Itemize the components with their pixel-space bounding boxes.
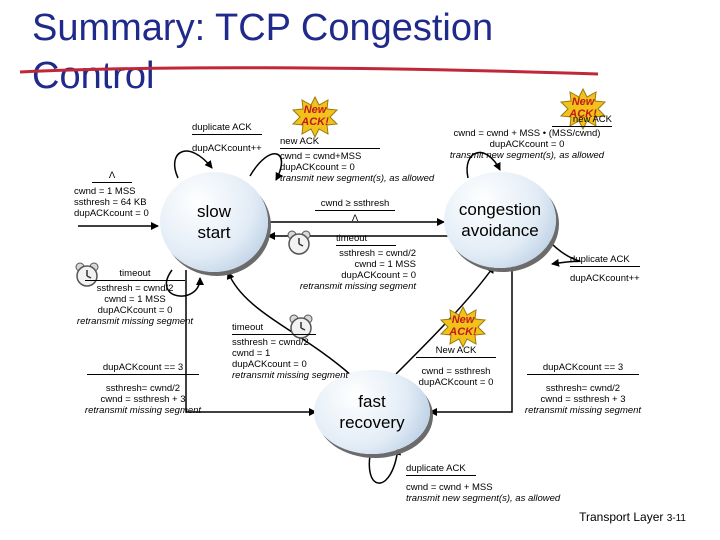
action-line: cwnd = ssthresh xyxy=(421,366,491,377)
transition-ca-dup3: dupACKcount == 3 ssthresh= cwnd/2 cwnd =… xyxy=(516,362,650,416)
title-line-2: Control xyxy=(32,55,155,97)
transition-ss-to-ca: cwnd ≥ ssthresh Λ xyxy=(310,198,400,224)
new-ack-badge-fr-text: New ACK! xyxy=(449,314,477,338)
transition-ca-new-actions: cwnd = cwnd + MSS • (MSS/cwnd) dupACKcou… xyxy=(432,128,622,161)
action-line: ssthresh = cwnd/2 xyxy=(339,248,416,259)
state-slow-start: slow start xyxy=(160,172,268,272)
transition-ss-dup3: dupACKcount == 3 ssthresh= cwnd/2 cwnd =… xyxy=(76,362,210,416)
event-line: duplicate ACK xyxy=(192,122,262,135)
event-line: dupACKcount == 3 xyxy=(87,362,199,375)
action-line: cwnd = ssthresh + 3 xyxy=(100,394,186,405)
action-line: dupACKcount = 0 xyxy=(489,139,565,150)
ca-loop-top xyxy=(466,151,501,179)
new-ack-badge-ca-text: New ACK! xyxy=(569,96,597,120)
fr-loop-bottom xyxy=(368,445,402,484)
ss-loop-bottom xyxy=(165,269,204,297)
footer-label: Transport Layer xyxy=(579,510,664,524)
action-line: dupACKcount++ xyxy=(192,143,262,154)
event-line: timeout xyxy=(232,322,316,335)
action-line: dupACKcount = 0 xyxy=(97,305,173,316)
state-fast-recovery-label: fast recovery xyxy=(339,392,405,432)
starburst-icon xyxy=(291,95,339,139)
transition-ca-dup: duplicate ACK dupACKcount++ xyxy=(570,254,640,284)
action-line: retransmit missing segment xyxy=(84,405,202,416)
fr-to-ss-arrow xyxy=(226,271,353,377)
event-line: timeout xyxy=(336,233,396,246)
footer-page-number: 3-11 xyxy=(666,513,686,524)
action-line: ssthresh = cwnd/2 xyxy=(96,283,174,294)
title-underline xyxy=(19,66,599,76)
action-line: dupACKcount = 0 xyxy=(280,162,355,173)
action-line: cwnd = 1 MSS xyxy=(104,294,166,305)
event-line: new ACK xyxy=(280,136,380,149)
state-congestion-avoidance: congestion avoidance xyxy=(444,172,556,268)
transition-fr-timeout: timeout ssthresh = cwnd/2 cwnd = 1 dupAC… xyxy=(232,322,348,381)
event-line: cwnd ≥ ssthresh xyxy=(315,198,395,211)
ca-to-fr-arrow xyxy=(429,266,513,416)
ca-loop-right xyxy=(547,239,581,267)
event-line: duplicate ACK xyxy=(570,254,640,267)
slide-footer: Transport Layer 3-11 xyxy=(579,510,686,524)
slide-title: Summary: TCP Congestion Control xyxy=(32,4,493,100)
new-ack-badge-ss: New ACK! xyxy=(291,95,339,139)
action-line: dupACKcount = 0 xyxy=(418,377,494,388)
action-line: transmit new segment(s), as allowed xyxy=(406,493,561,504)
action-line: cwnd = ssthresh + 3 xyxy=(540,394,626,405)
transition-fr-dup: duplicate ACK cwnd = cwnd + MSS transmit… xyxy=(406,463,560,504)
alarm-clock-icon xyxy=(75,262,99,287)
state-fast-recovery: fast recovery xyxy=(314,370,430,454)
transition-ss-timeout: timeout ssthresh = cwnd/2 cwnd = 1 MSS d… xyxy=(70,268,200,327)
state-slow-start-label: slow start xyxy=(196,202,231,242)
event-line: new ACK xyxy=(552,114,612,127)
event-line: timeout xyxy=(85,268,185,281)
action-line: dupACKcount = 0 xyxy=(341,270,416,281)
action-line: cwnd = cwnd + MSS • (MSS/cwnd) xyxy=(453,128,601,139)
transition-init-event: Λ xyxy=(92,170,132,183)
action-line: ssthresh= cwnd/2 xyxy=(545,383,621,394)
ss-loop-top-right xyxy=(249,153,283,181)
transition-fr-new: New ACK cwnd = ssthresh dupACKcount = 0 xyxy=(406,345,506,388)
action-line: transmit new segment(s), as allowed xyxy=(449,150,605,161)
transition-ss-new: new ACK cwnd = cwnd+MSS dupACKcount = 0 … xyxy=(280,136,434,184)
starburst-icon xyxy=(559,87,607,131)
action-line: cwnd = 1 MSS xyxy=(74,186,136,197)
action-line: dupACKcount++ xyxy=(570,273,640,284)
transition-ss-dup: duplicate ACK dupACKcount++ xyxy=(192,122,262,154)
title-line-1: Summary: TCP Congestion xyxy=(32,7,494,49)
action-line: ssthresh = cwnd/2 xyxy=(232,337,309,348)
action-line: retransmit missing segment xyxy=(299,281,416,292)
action-line: retransmit missing segment xyxy=(232,370,349,381)
action-line: dupACKcount = 0 xyxy=(74,208,149,219)
starburst-icon xyxy=(439,305,487,349)
transition-ca-timeout: timeout ssthresh = cwnd/2 cwnd = 1 MSS d… xyxy=(290,233,416,292)
action-line: cwnd = cwnd+MSS xyxy=(280,151,362,162)
ss-loop-top-left xyxy=(173,150,213,179)
action-line: retransmit missing segment xyxy=(524,405,642,416)
transition-ca-new: new ACK xyxy=(552,114,612,129)
transition-init-actions: cwnd = 1 MSS ssthresh = 64 KB dupACKcoun… xyxy=(74,186,149,219)
action-line: ssthresh= cwnd/2 xyxy=(105,383,181,394)
transition-init: Λ xyxy=(70,170,154,185)
new-ack-badge-ca: New ACK! xyxy=(559,87,607,131)
new-ack-badge-ss-text: New ACK! xyxy=(301,104,329,128)
ss-to-fr-arrow xyxy=(185,270,317,416)
action-line: dupACKcount = 0 xyxy=(232,359,307,370)
event-line: New ACK xyxy=(416,345,496,358)
new-ack-badge-fr: New ACK! xyxy=(439,305,487,349)
action-line: transmit new segment(s), as allowed xyxy=(280,173,435,184)
action-line: retransmit missing segment xyxy=(76,316,194,327)
action-line: ssthresh = 64 KB xyxy=(74,197,147,208)
action-line: Λ xyxy=(351,213,359,224)
state-congestion-avoidance-label: congestion avoidance xyxy=(458,200,542,240)
action-line: cwnd = 1 MSS xyxy=(354,259,416,270)
event-line: duplicate ACK xyxy=(406,463,476,476)
event-line: dupACKcount == 3 xyxy=(527,362,639,375)
alarm-clock-icon xyxy=(289,314,313,339)
alarm-clock-icon xyxy=(287,230,311,255)
action-line: cwnd = cwnd + MSS xyxy=(406,482,493,493)
action-line: cwnd = 1 xyxy=(232,348,271,359)
